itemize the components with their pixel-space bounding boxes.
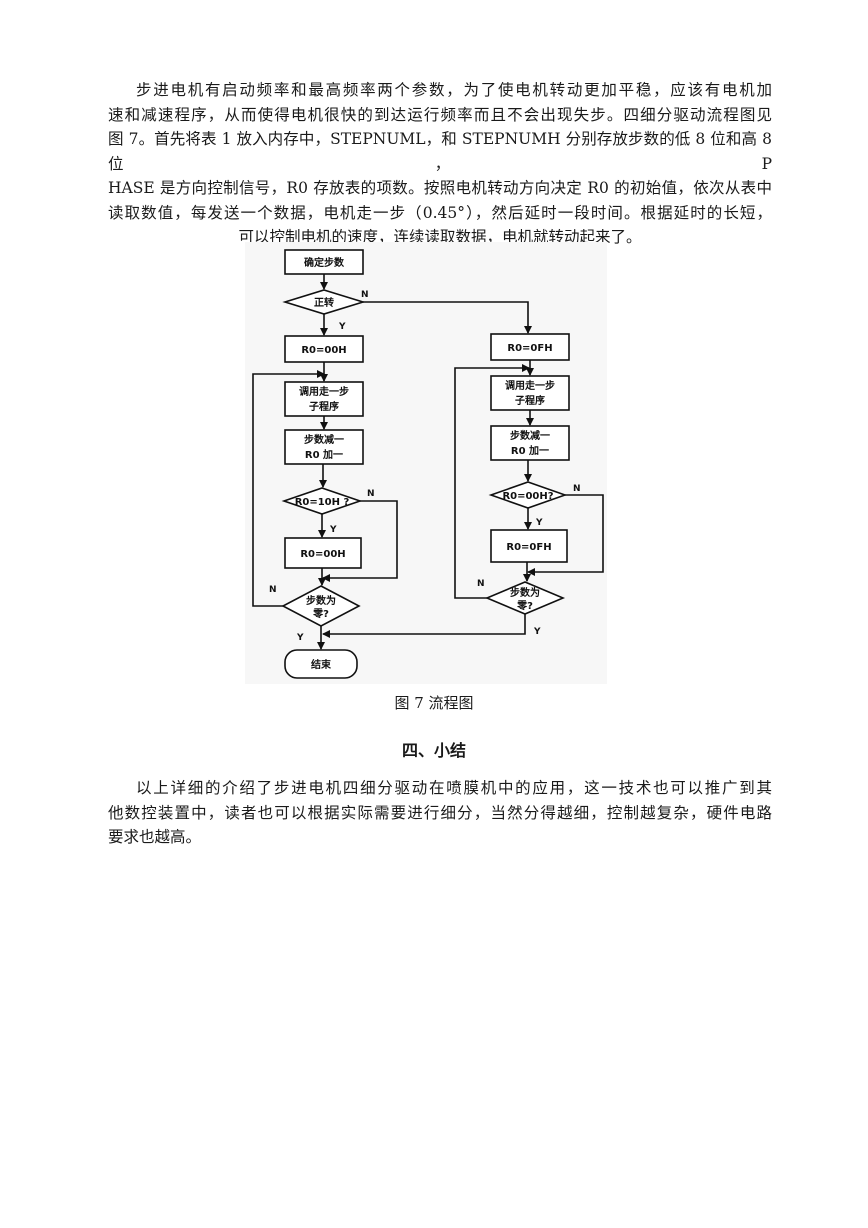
flowchart-figure: 确定步数 正转 R0=00H 调用走一步 子程序 步数减一 R0 加一 R0=1… [245, 242, 607, 684]
right-call-label: 子程序 [515, 394, 545, 407]
paragraph-line: 可以控制电机的速度，连续读取数据，电机就转动起来了。 [238, 228, 642, 246]
left-update-label: 步数减一 [304, 433, 344, 446]
paragraph-line: 图 7。首先将表 1 放入内存中，STEPNUML，和 STEPNUMH 分别存… [108, 130, 772, 173]
right-reset-box [490, 529, 568, 563]
left-call-label: 调用走一步 [299, 385, 349, 398]
section-heading: 四、小结 [401, 741, 466, 760]
no-marker: N [269, 585, 277, 595]
paragraph-line: 速和减速程序，从而使得电机很快的到达运行频率而且不会出现失步。四细分驱动流程图见 [108, 105, 772, 124]
no-marker: N [367, 489, 375, 499]
yes-marker: Y [329, 525, 337, 535]
left-reset-label: R0=00H [300, 549, 345, 560]
right-zero-label: 零? [516, 599, 533, 612]
end-label: 结束 [311, 658, 332, 671]
left-call-label: 子程序 [309, 400, 339, 413]
left-init-label: R0=00H [301, 345, 346, 356]
left-init-box [284, 335, 364, 363]
yes-marker: Y [338, 322, 346, 332]
yes-marker: Y [535, 518, 543, 528]
paragraph-line: 他数控装置中，读者也可以根据实际需要进行细分，当然分得越细，控制越复杂，硬件电路 [108, 803, 772, 822]
left-zero-label: 零? [312, 607, 329, 620]
yes-marker: Y [296, 633, 304, 643]
direction-label: 正转 [314, 296, 334, 309]
left-zero-label: 步数为 [306, 594, 336, 607]
figure-caption: 图 7 流程图 [394, 694, 474, 712]
start-label: 确定步数 [304, 256, 345, 269]
paragraph-line: 要求也越高。 [108, 828, 202, 846]
left-update-box [284, 429, 364, 465]
right-update-label: 步数减一 [510, 429, 550, 442]
yes-marker: Y [533, 627, 541, 637]
paragraph-line: 以上详细的介绍了步进电机四细分驱动在喷膜机中的应用，这一技术也可以推广到其 [136, 779, 772, 797]
summary-paragraph: 以上详细的介绍了步进电机四细分驱动在喷膜机中的应用，这一技术也可以推广到其 他数… [108, 776, 772, 850]
right-init-box [490, 333, 570, 361]
right-check-label: R0=00H? [502, 491, 553, 502]
right-reset-label: R0=0FH [506, 542, 551, 553]
paragraph-line: 读取数值，每发送一个数据，电机走一步（0.45°），然后延时一段时间。根据延时的… [108, 203, 772, 222]
no-marker: N [361, 290, 369, 300]
no-marker: N [477, 579, 485, 589]
left-reset-box [284, 537, 362, 569]
start-box [284, 249, 364, 275]
intro-paragraph: 步进电机有启动频率和最高频率两个参数，为了使电机转动更加平稳，应该有电机加 速和… [108, 78, 772, 250]
right-call-label: 调用走一步 [505, 379, 555, 392]
left-check-label: R0=10H ? [295, 497, 350, 508]
end-terminator [284, 649, 358, 679]
right-update-label: R0 加一 [511, 444, 549, 457]
right-zero-label: 步数为 [510, 586, 540, 599]
paragraph-line: HASE 是方向控制信号，R0 存放表的项数。按照电机转动方向决定 R0 的初始… [108, 179, 772, 197]
left-update-label: R0 加一 [305, 448, 343, 461]
no-marker: N [573, 484, 581, 494]
right-init-label: R0=0FH [507, 343, 552, 354]
paragraph-line: 步进电机有启动频率和最高频率两个参数，为了使电机转动更加平稳，应该有电机加 [136, 81, 772, 99]
right-update-box [490, 425, 570, 461]
